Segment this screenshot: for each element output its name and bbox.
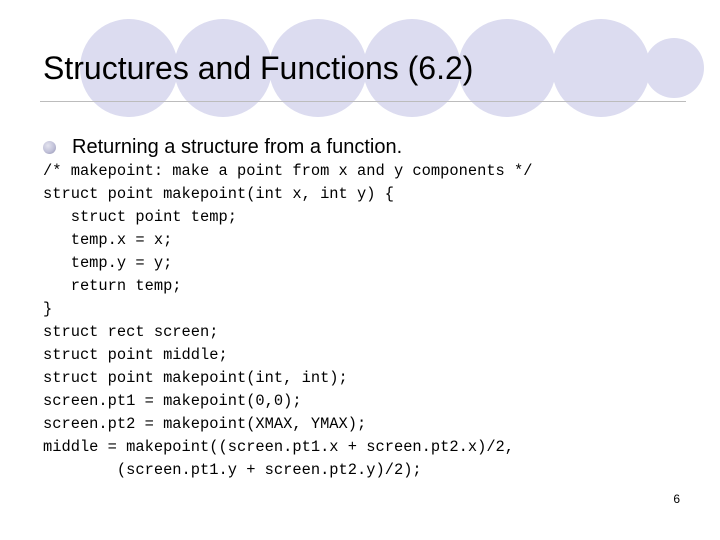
code-line: struct point makepoint(int x, int y) { [43,185,394,203]
slide-title: Structures and Functions (6.2) [43,50,474,86]
decor-circle [644,38,704,98]
bullet-item: Returning a structure from a function. [43,134,402,160]
code-line: struct point temp; [43,208,237,226]
code-block: /* makepoint: make a point from x and y … [43,160,533,482]
decor-circle [174,19,272,117]
code-line: screen.pt2 = makepoint(XMAX, YMAX); [43,415,367,433]
decor-circle [458,19,556,117]
code-line: return temp; [43,277,182,295]
code-line: temp.x = x; [43,231,173,249]
page-number: 6 [673,492,680,506]
code-line: temp.y = y; [43,254,173,272]
code-line: struct point middle; [43,346,228,364]
code-line: struct rect screen; [43,323,219,341]
decor-circle [80,19,178,117]
decor-circle [552,19,650,117]
code-line: screen.pt1 = makepoint(0,0); [43,392,302,410]
decor-circle [269,19,367,117]
code-line: middle = makepoint((screen.pt1.x + scree… [43,438,515,456]
bullet-icon [43,140,56,154]
code-line: (screen.pt1.y + screen.pt2.y)/2); [43,461,422,479]
code-line: /* makepoint: make a point from x and y … [43,162,533,180]
title-divider [40,101,686,102]
code-line: struct point makepoint(int, int); [43,369,348,387]
decor-circle [363,19,461,117]
code-line: } [43,300,53,318]
bullet-text: Returning a structure from a function. [72,136,403,158]
